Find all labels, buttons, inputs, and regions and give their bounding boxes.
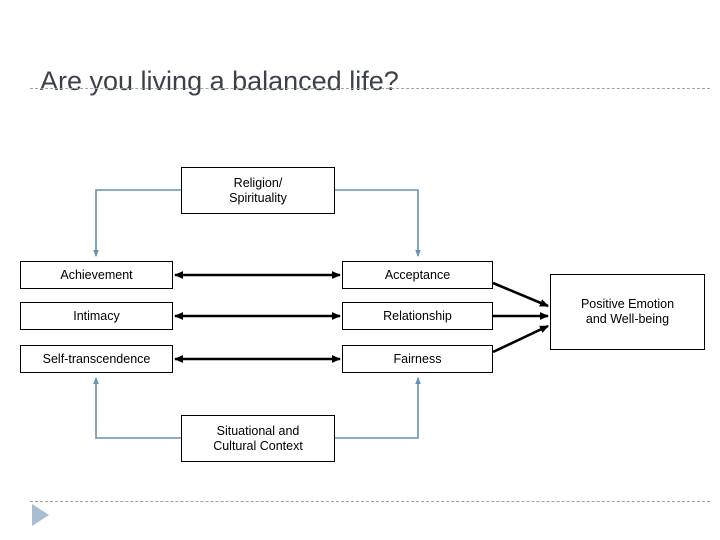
node-label: Fairness [393,351,442,366]
node-label: Positive Emotion and Well-being [580,297,675,326]
node-label: Acceptance [384,267,451,282]
node-intimacy[interactable]: Intimacy [20,302,173,330]
node-acceptance[interactable]: Acceptance [342,261,493,289]
node-self-transcendence[interactable]: Self-transcendence [20,345,173,373]
footer-divider [30,501,710,502]
node-fairness[interactable]: Fairness [342,345,493,373]
edge-fairness-to-positive [492,324,549,354]
page-title: Are you living a balanced life? [40,66,399,97]
node-label: Religion/ Spirituality [229,175,287,205]
node-religion-spirituality[interactable]: Religion/ Spirituality [181,167,335,214]
edge-religion-to-acceptance [335,189,421,257]
node-label: Achievement [60,267,133,282]
edge-acceptance-to-positive [492,281,549,308]
title-divider [30,88,710,89]
edge-situational-to-self-transcendence [93,377,181,439]
node-label: Relationship [383,308,452,323]
node-positive-emotion-wellbeing[interactable]: Positive Emotion and Well-being [550,274,705,350]
node-label: Intimacy [73,308,120,323]
node-achievement[interactable]: Achievement [20,261,173,289]
edge-religion-to-achievement [93,189,181,257]
node-relationship[interactable]: Relationship [342,302,493,330]
play-triangle-icon[interactable] [32,504,49,526]
node-situational-cultural-context[interactable]: Situational and Cultural Context [181,415,335,462]
node-label: Situational and Cultural Context [213,423,303,453]
edge-situational-to-fairness [335,377,421,439]
node-label: Self-transcendence [42,351,151,366]
